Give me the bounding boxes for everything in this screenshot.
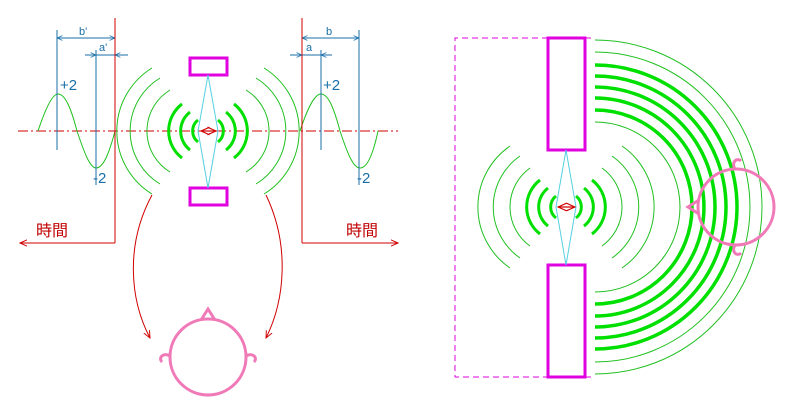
right-dimensions <box>290 30 359 185</box>
left-period-label: b' <box>79 26 87 38</box>
right-curve-arrow <box>266 194 283 338</box>
right-offset-label: a <box>306 42 313 54</box>
opening-wave-arcs <box>477 145 655 269</box>
right-minus-two: -2 <box>357 170 370 187</box>
outer-wave-arcs <box>594 39 763 375</box>
right-plus-two: +2 <box>323 77 340 94</box>
left-time-label: 時間 <box>36 222 68 240</box>
left-curve-arrow <box>132 194 153 338</box>
left-head-icon <box>159 306 257 397</box>
left-wave-arcs <box>116 67 300 195</box>
right-time-label: 時間 <box>346 222 378 240</box>
left-plus-two: +2 <box>60 77 77 94</box>
bottom-baffle-board <box>546 263 587 379</box>
left-sine-wave <box>37 93 116 169</box>
right-sine-wave <box>299 93 379 169</box>
time-axes <box>20 18 398 243</box>
dashed-frame <box>454 37 595 378</box>
cyan-diamond <box>197 74 219 189</box>
left-minus-two: -2 <box>93 170 106 187</box>
right-panel <box>454 36 776 379</box>
right-head-icon <box>685 158 776 256</box>
left-offset-label: a' <box>99 42 107 54</box>
right-cyan-diamond <box>555 149 577 266</box>
top-baffle-board <box>546 36 587 152</box>
top-speaker-box <box>188 56 229 77</box>
left-dimensions <box>57 30 128 185</box>
left-panel: b' a' +2 -2 b a +2 -2 時間 時間 <box>18 18 398 397</box>
bottom-speaker-box <box>188 186 229 207</box>
right-period-label: b <box>326 26 332 38</box>
